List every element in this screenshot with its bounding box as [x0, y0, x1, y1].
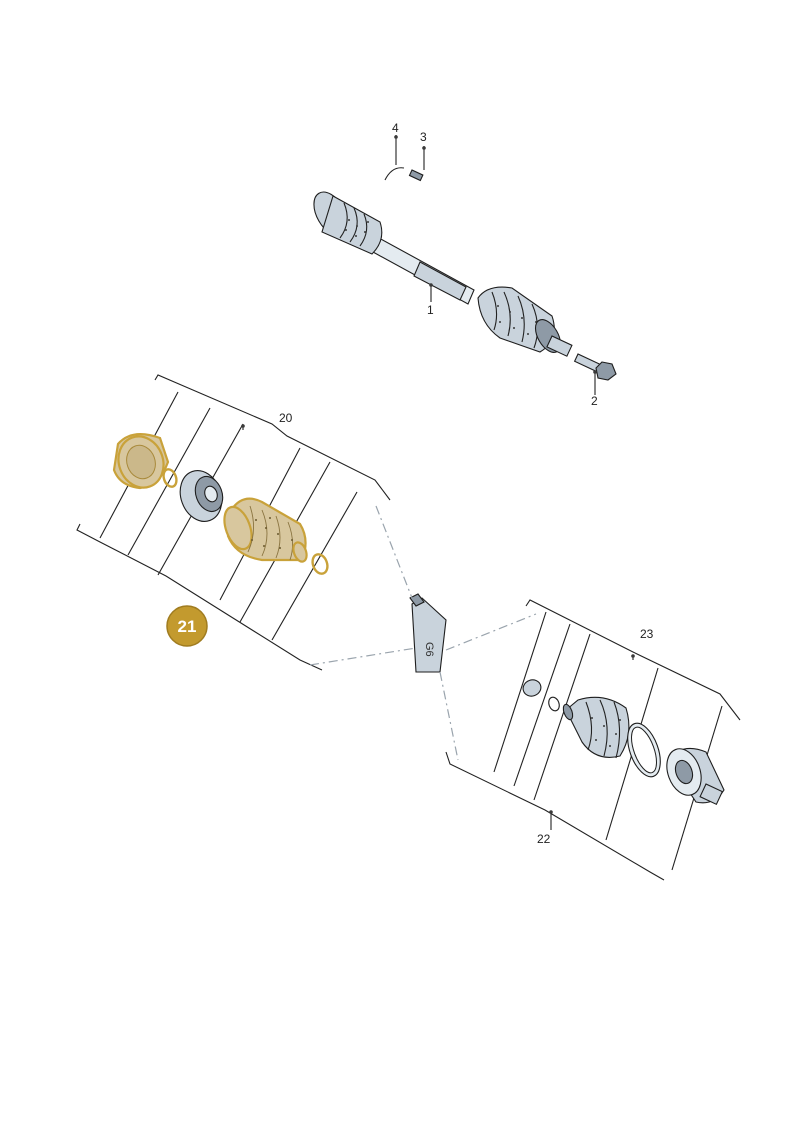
outer-joint-boot [477, 286, 573, 357]
screw: 3 [408, 130, 427, 182]
bolt: 2 [573, 353, 617, 408]
inner-joint-boot-kit [223, 497, 308, 563]
badge-label: 21 [178, 617, 197, 636]
drive-shaft-assembly: 1 [313, 191, 573, 357]
highlight-badge-21[interactable]: 21 [166, 605, 208, 647]
joint-bearing [179, 470, 224, 522]
callout-2: 2 [591, 394, 598, 408]
repair-kit-frame-23: 23 22 [445, 599, 741, 881]
outer-boot-kit [562, 696, 630, 759]
callout-4: 4 [392, 121, 399, 135]
retaining-clip: 4 [384, 121, 405, 181]
callout-1: 1 [427, 303, 434, 317]
outer-joint-kit-parts [522, 679, 725, 806]
highlighted-parts-21 [112, 433, 329, 575]
grease-tube: G6 [409, 593, 447, 673]
callout-3: 3 [420, 130, 427, 144]
grease-label: G6 [423, 642, 435, 657]
outer-cv-joint [666, 747, 725, 806]
connection-lines [309, 505, 537, 761]
callout-20: 20 [279, 411, 293, 425]
callout-23: 23 [640, 627, 654, 641]
inner-joint-boot [313, 191, 383, 255]
inner-cv-cap [112, 433, 170, 490]
callout-22: 22 [537, 832, 551, 846]
